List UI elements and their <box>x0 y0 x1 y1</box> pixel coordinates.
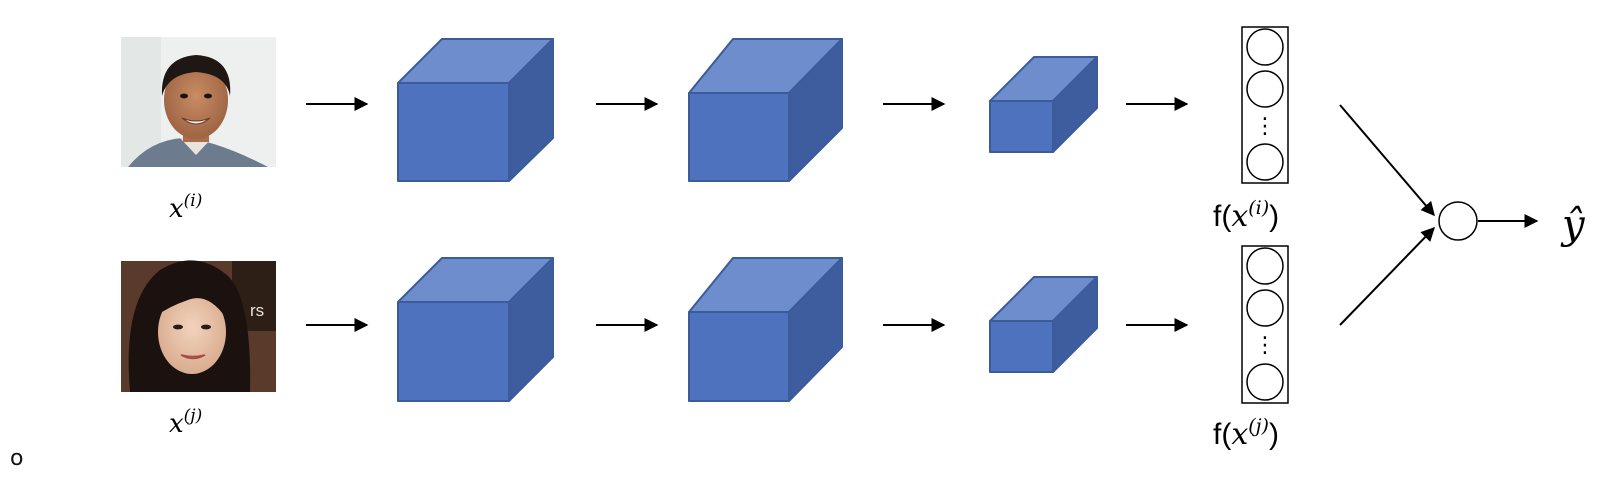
man-collar <box>180 138 212 155</box>
woman-eye-left <box>173 324 183 330</box>
vector-unit <box>1246 143 1284 181</box>
woman-face <box>158 290 226 374</box>
layer-volumes <box>397 38 1098 402</box>
backdrop-sign-letters: rs <box>250 301 264 320</box>
input-label-bottom: x(j) <box>169 406 202 439</box>
encoding-vector-bottom: ⋮ <box>1241 245 1289 404</box>
cube-front-face <box>397 82 510 182</box>
merge-line-top <box>1339 104 1435 217</box>
stray-bullet-char: o <box>10 446 24 471</box>
vector-ellipsis: ⋮ <box>1254 333 1276 358</box>
man-hair <box>161 55 231 96</box>
vector-unit <box>1246 289 1284 327</box>
cube-front-face <box>989 100 1054 153</box>
input-photo-bottom: rs <box>121 260 276 392</box>
cube-front-face <box>688 92 790 182</box>
woman-eye-right <box>201 324 211 330</box>
layer-volume-top-3 <box>989 56 1098 153</box>
layer-volume-bottom-1 <box>397 257 554 402</box>
cube-front-face <box>397 301 510 402</box>
man-smile <box>181 117 211 125</box>
encoding-label-bottom: f(x(j)) <box>1213 415 1279 452</box>
photo-backdrop-panel <box>121 37 161 167</box>
row-arrows <box>306 97 1189 332</box>
woman-lips <box>180 354 206 360</box>
vector-box <box>1241 245 1289 404</box>
woman-bangs <box>156 275 227 318</box>
merge-connections <box>1339 104 1539 326</box>
input-label-top: x(i) <box>169 191 202 224</box>
vector-ellipsis: ⋮ <box>1254 114 1276 139</box>
man-face <box>164 61 228 139</box>
layer-volume-top-1 <box>397 38 554 182</box>
vector-unit <box>1246 28 1284 66</box>
vector-box <box>1241 26 1289 184</box>
input-photo-top <box>121 37 276 167</box>
output-unit <box>1438 201 1478 241</box>
encoding-vector-top: ⋮ <box>1241 26 1289 184</box>
layer-volume-bottom-3 <box>989 276 1098 373</box>
vector-unit <box>1246 363 1284 401</box>
output-label: ŷ <box>1560 202 1586 248</box>
cube-front-face <box>989 320 1054 373</box>
vector-unit <box>1246 247 1284 285</box>
encoding-label-top: f(x(i)) <box>1213 197 1279 234</box>
merge-line-bottom <box>1339 226 1435 326</box>
vector-unit <box>1246 70 1284 108</box>
cube-front-face <box>688 311 790 402</box>
layer-volume-bottom-2 <box>688 257 843 402</box>
layer-volume-top-2 <box>688 38 843 182</box>
man-eye-right <box>204 93 212 99</box>
man-eye-left <box>180 93 188 99</box>
